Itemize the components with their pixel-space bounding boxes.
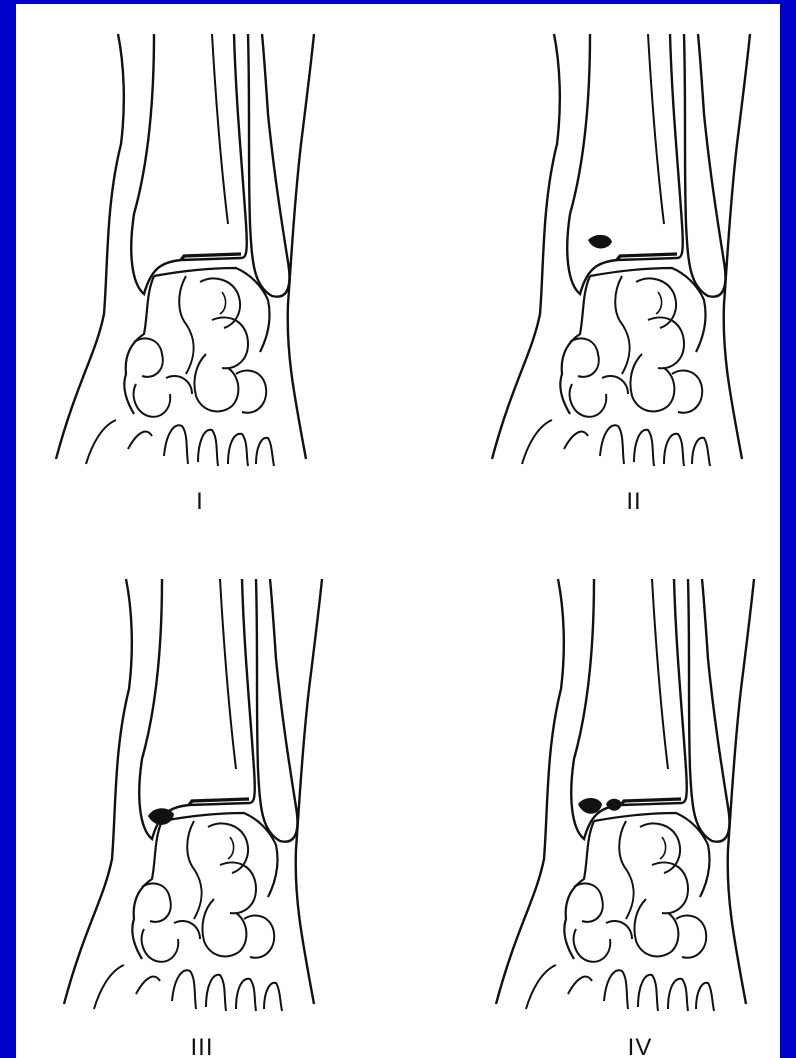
stage-label-1: I [160,488,240,516]
panel-2-drawing [492,34,750,466]
stage-label-4: IV [600,1034,680,1058]
panel-1-drawing [56,34,314,466]
stage-label-2: II [594,488,674,516]
panel-3-drawing [64,579,322,1011]
figure-sheet: I II III IV [16,4,780,1058]
panel-4-drawing [496,579,754,1011]
bone-fragment [148,808,174,825]
ankle-stage-diagram [16,4,780,1058]
bone-fragment [588,235,612,249]
stage-label-3: III [162,1034,242,1058]
bone-fragment [606,799,622,811]
